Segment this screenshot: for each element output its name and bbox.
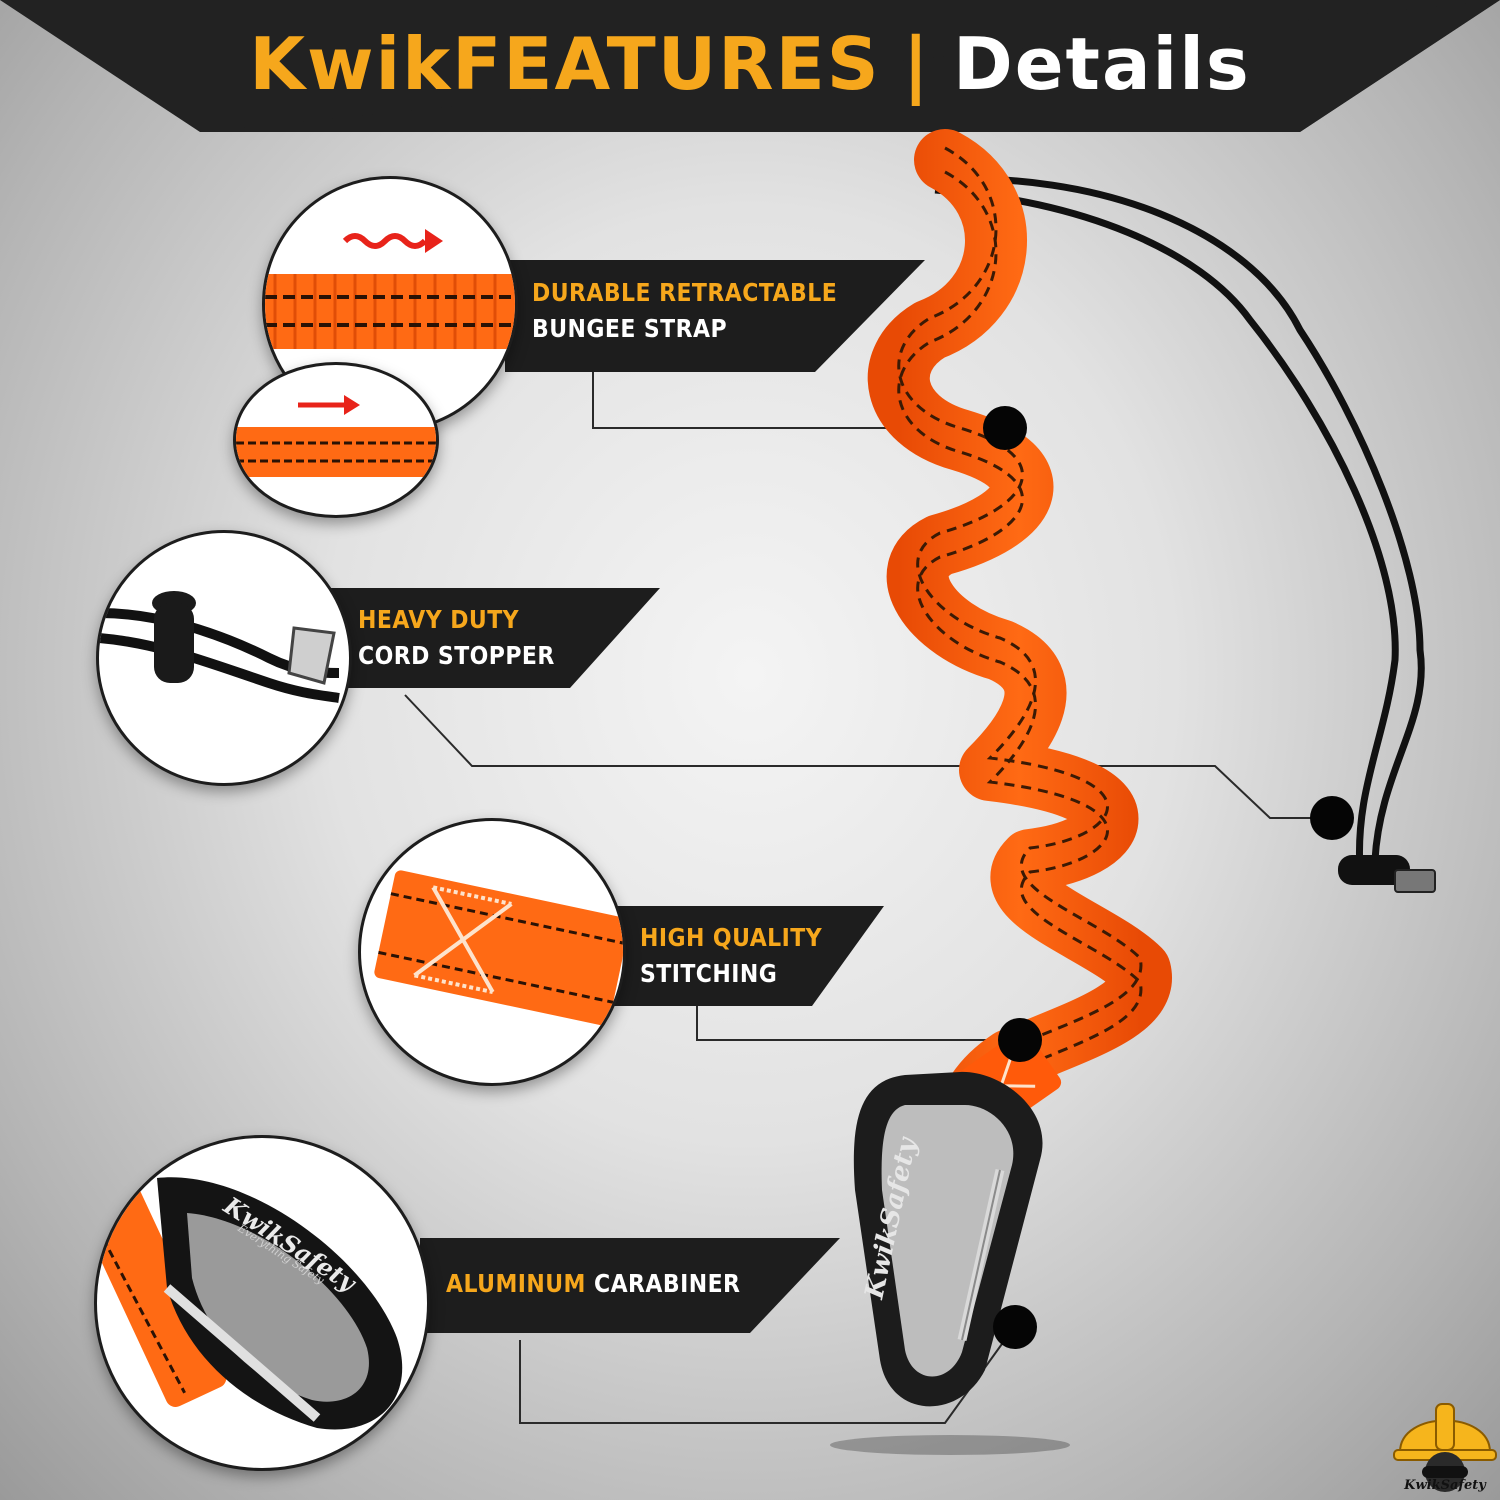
feature-band-3 [612,906,884,1006]
callout-dot-stitching [998,1018,1042,1062]
feature-band-2 [330,588,660,688]
callout-dot-carabiner [993,1305,1037,1349]
detail-circle-relaxed-strap [233,362,439,518]
callout-dot-cord-stopper [1310,796,1354,840]
straight-arrow-icon [344,395,360,415]
detail-circle-stitching [358,818,626,1086]
callout-dot-bungee [983,406,1027,450]
feature-label-cord-stopper: HEAVY DUTY CORD STOPPER [358,605,555,670]
feature-label-stitching: HIGH QUALITY STITCHING [640,923,823,988]
page-title: KwikFEATURES|Details [249,22,1251,106]
feature-label-bungee: DURABLE RETRACTABLE BUNGEE STRAP [532,278,838,343]
detail-circle-cord-stopper [96,530,352,786]
wavy-arrow-icon [342,233,428,249]
detail-circle-carabiner: KwikSafety Everything Safety [94,1135,430,1471]
feature-label-carabiner: ALUMINUM CARABINER [446,1269,741,1298]
header-banner: KwikFEATURES|Details [0,0,1500,132]
feature-band-1 [505,260,925,372]
logo-wordmark: KwikSafety [1404,1478,1486,1493]
feature-band-4 [420,1238,840,1333]
kwiksafety-logo [1393,1403,1497,1492]
